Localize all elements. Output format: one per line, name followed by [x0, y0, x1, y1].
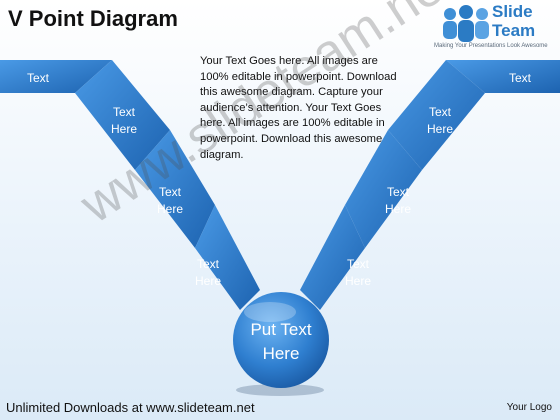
people-group-icon [443, 5, 489, 42]
footer-logo-placeholder: Your Logo [506, 402, 552, 413]
center-circle [233, 292, 329, 388]
body-text: Your Text Goes here. All images are 100%… [200, 55, 397, 161]
right-arrow-2 [388, 60, 485, 170]
right-arrow-3 [345, 130, 422, 248]
footer-downloads: Unlimited Downloads at www.slideteam.net [6, 400, 255, 415]
logo-tagline: Making Your Presentations Look Awesome [434, 43, 548, 49]
left-arrow-label-1: Text [26, 71, 49, 85]
page-title: V Point Diagram [8, 6, 178, 31]
left-arrow-2 [75, 60, 170, 170]
left-arrow-label-4: Text Here [194, 257, 221, 288]
logo-text-team: Team [492, 21, 536, 40]
right-arrow-label-4: Text Here [344, 257, 371, 288]
right-arrow-4 [300, 205, 365, 310]
left-arrow-3 [135, 130, 215, 248]
center-label: Put Text Here [250, 320, 312, 363]
left-arrow-1 [0, 60, 112, 93]
logo-text-slide: Slide [492, 2, 533, 21]
left-arrow-label-3: Text Here [156, 185, 183, 216]
left-arrow-4 [195, 205, 260, 310]
left-arrow-label-2: Text Here [110, 105, 137, 136]
right-arrow-label-2: Text Here [426, 105, 453, 136]
right-arrow-label-3: Text Here [384, 185, 411, 216]
right-arrow-label-1: Text [508, 71, 531, 85]
right-arrow-1 [446, 60, 560, 93]
